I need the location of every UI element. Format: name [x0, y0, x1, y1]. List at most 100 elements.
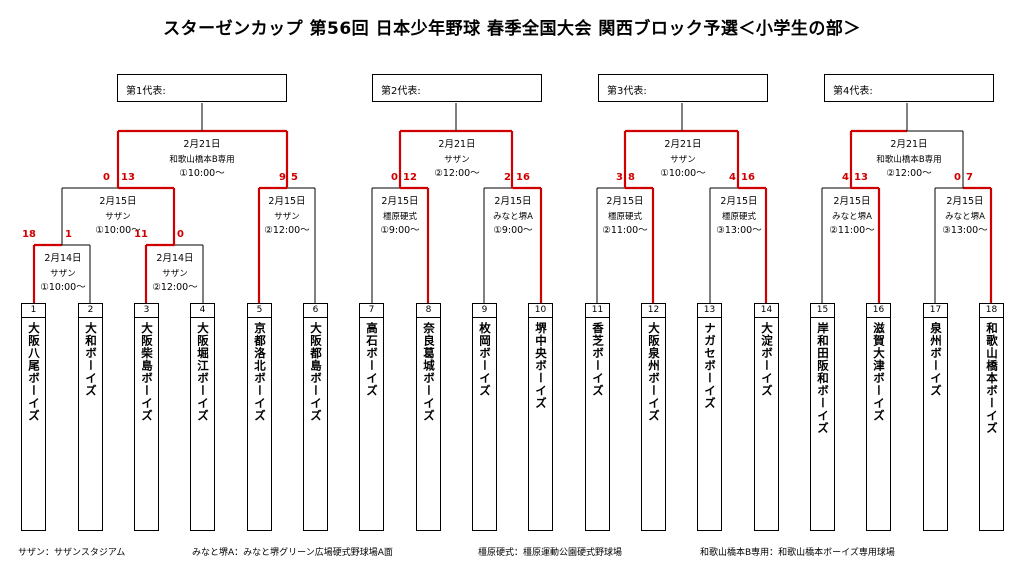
score-right: 7 [966, 172, 973, 183]
match-venue: みなと堺A [945, 211, 985, 222]
team-number: 2 [79, 304, 102, 318]
team-number: 9 [473, 304, 496, 318]
score-right: 12 [403, 172, 417, 183]
rep-label: 第2代表: [381, 86, 421, 97]
match-venue: サザン [105, 211, 131, 222]
score-right: 16 [741, 172, 755, 183]
team-box: 3 大阪柴島ボーイズ [134, 303, 159, 531]
team-number: 16 [867, 304, 890, 318]
score-right: 8 [628, 172, 635, 183]
rep-box-4: 第4代表: [824, 74, 994, 102]
match-date: 2月21日 [890, 139, 928, 150]
match-venue: 橿原硬式 [607, 211, 642, 222]
match-time: ①10:00～ [95, 225, 141, 236]
legend-item: 和歌山橋本B専用：和歌山橋本ボーイズ専用球場 [700, 548, 895, 558]
match-info: 2月21日 サザン ①10:00～ [628, 138, 738, 182]
team-name: 和歌山橋本ボーイズ [985, 322, 999, 435]
match-date: 2月15日 [606, 196, 644, 207]
match-time: ③13:00～ [942, 225, 988, 236]
team-number: 5 [248, 304, 271, 318]
match-time: ①10:00～ [40, 282, 86, 293]
legend-item: みなと堺A：みなと堺グリーン広場硬式野球場A面 [192, 548, 393, 558]
match-info: 2月14日 サザン ①10:00～ [8, 252, 118, 296]
team-box: 6 大阪都島ボーイズ [303, 303, 328, 531]
match-date: 2月21日 [183, 139, 221, 150]
score-right: 13 [854, 172, 868, 183]
match-date: 2月15日 [268, 196, 306, 207]
team-name: 大阪柴島ボーイズ [140, 322, 154, 422]
team-number: 12 [642, 304, 665, 318]
team-number: 4 [191, 304, 214, 318]
rep-label: 第4代表: [833, 86, 873, 97]
rep-box-2: 第2代表: [372, 74, 542, 102]
rep-box-1: 第1代表: [117, 74, 287, 102]
team-number: 3 [135, 304, 158, 318]
match-date: 2月14日 [44, 253, 82, 264]
team-number: 6 [304, 304, 327, 318]
team-number: 13 [698, 304, 721, 318]
match-time: ①10:00～ [179, 168, 225, 179]
team-name: 大阪泉州ボーイズ [647, 322, 661, 422]
match-venue: みなと堺A [493, 211, 533, 222]
match-info: 2月15日 サザン ①10:00～ [63, 195, 173, 239]
team-name: 高石ボーイズ [365, 322, 379, 397]
match-time: ②12:00～ [264, 225, 310, 236]
match-info: 2月15日 みなと堺A ③13:00～ [910, 195, 1020, 239]
match-info: 2月15日 橿原硬式 ②11:00～ [570, 195, 680, 239]
match-venue: サザン [670, 154, 696, 165]
match-time: ①10:00～ [660, 168, 706, 179]
team-box: 1 大阪八尾ボーイズ [21, 303, 46, 531]
score-left: 11 [134, 229, 148, 240]
score-right: 13 [121, 172, 135, 183]
match-time: ②12:00～ [152, 282, 198, 293]
score-right: 1 [65, 229, 72, 240]
match-info: 2月21日 サザン ②12:00～ [402, 138, 512, 182]
team-number: 7 [360, 304, 383, 318]
match-time: ①9:00～ [493, 225, 533, 236]
team-number: 10 [529, 304, 552, 318]
match-time: ③13:00～ [716, 225, 762, 236]
match-info: 2月15日 橿原硬式 ③13:00～ [684, 195, 794, 239]
team-name: 大和ボーイズ [84, 322, 98, 397]
match-info: 2月15日 橿原硬式 ①9:00～ [345, 195, 455, 239]
score-left: 0 [954, 172, 961, 183]
rep-label: 第1代表: [126, 86, 166, 97]
match-date: 2月15日 [720, 196, 758, 207]
team-box: 13 ナガセボーイズ [697, 303, 722, 531]
match-info: 2月15日 みなと堺A ②11:00～ [797, 195, 907, 239]
match-info: 2月14日 サザン ②12:00～ [120, 252, 230, 296]
team-name: 泉州ボーイズ [929, 322, 943, 397]
match-venue: 橿原硬式 [382, 211, 417, 222]
match-venue: サザン [274, 211, 300, 222]
match-date: 2月21日 [438, 139, 476, 150]
team-box: 12 大阪泉州ボーイズ [641, 303, 666, 531]
match-time: ②12:00～ [434, 168, 480, 179]
match-date: 2月15日 [494, 196, 532, 207]
team-name: ナガセボーイズ [703, 322, 717, 410]
score-right: 0 [177, 229, 184, 240]
team-number: 17 [924, 304, 947, 318]
match-info: 2月21日 和歌山橋本B専用 ①10:00～ [147, 138, 257, 182]
score-left: 2 [504, 172, 511, 183]
team-number: 8 [417, 304, 440, 318]
score-right: 5 [291, 172, 298, 183]
score-left: 0 [391, 172, 398, 183]
team-number: 1 [22, 304, 45, 318]
match-date: 2月15日 [946, 196, 984, 207]
match-date: 2月21日 [664, 139, 702, 150]
team-name: 大阪八尾ボーイズ [27, 322, 41, 422]
team-number: 18 [980, 304, 1003, 318]
team-box: 7 高石ボーイズ [359, 303, 384, 531]
legend-item: サザン：サザンスタジアム [18, 548, 126, 558]
team-number: 14 [755, 304, 778, 318]
score-left: 9 [279, 172, 286, 183]
score-left: 18 [22, 229, 36, 240]
match-date: 2月14日 [156, 253, 194, 264]
match-time: ②11:00～ [829, 225, 875, 236]
team-name: 大阪都島ボーイズ [309, 322, 323, 422]
